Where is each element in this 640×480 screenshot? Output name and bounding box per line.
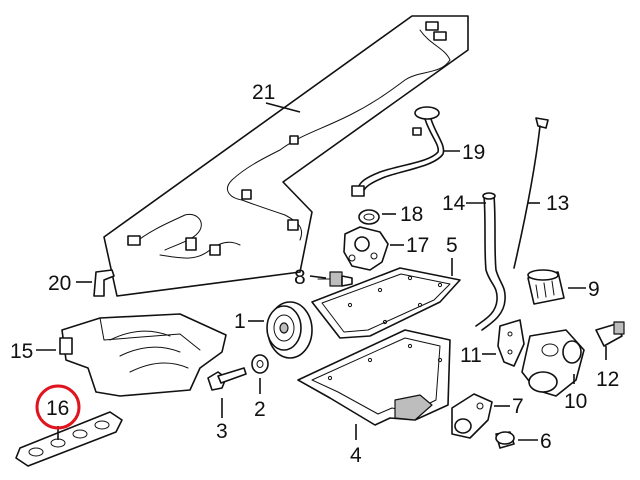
dipstick-tube-part [475, 192, 506, 331]
dipstick-part [513, 117, 549, 269]
callout-7: 7 [512, 395, 524, 418]
callout-2: 2 [254, 398, 266, 421]
callout-21: 21 [252, 81, 275, 104]
bolt-part [207, 367, 247, 391]
intake-gasket-part [15, 411, 123, 467]
wiring-harness-part [103, 15, 469, 297]
callout-13: 13 [546, 192, 569, 215]
bracket-part [497, 319, 525, 367]
callout-12: 12 [596, 368, 619, 391]
callout-3: 3 [216, 420, 228, 443]
callout-1: 1 [234, 310, 246, 333]
callout-8: 8 [294, 266, 306, 289]
callout-18: 18 [400, 203, 423, 226]
callout-17: 17 [406, 234, 429, 257]
callout-19: 19 [462, 141, 485, 164]
callout-20: 20 [48, 272, 71, 295]
intake-manifold-part [59, 313, 227, 397]
callout-11: 11 [460, 344, 482, 367]
callout-labels: 21 19 18 17 8 5 20 14 13 9 1 15 11 12 10… [10, 81, 619, 467]
clip-part [93, 269, 115, 297]
oil-pan-part [297, 329, 451, 426]
oil-hose-part [351, 106, 445, 197]
oil-filter-part [527, 269, 565, 305]
callout-4: 4 [350, 444, 362, 467]
washer-part [251, 354, 269, 374]
leader-lines [36, 102, 607, 441]
highlight-circle [35, 384, 81, 430]
sensor-part [595, 321, 625, 347]
callout-15: 15 [10, 340, 33, 363]
crankshaft-pulley-part [266, 301, 313, 359]
callout-5: 5 [446, 234, 458, 257]
oil-pressure-sensor-part [317, 271, 353, 287]
filter-adapter-part [521, 329, 585, 397]
callout-10: 10 [564, 390, 587, 413]
mount-bracket-part [451, 393, 493, 439]
o-ring-part [358, 209, 380, 225]
callout-9: 9 [588, 278, 600, 301]
drain-plug-part [495, 431, 515, 449]
oil-pan-gasket-part [311, 267, 461, 339]
callout-16: 16 [46, 397, 69, 420]
callout-14: 14 [442, 192, 466, 215]
callout-6: 6 [540, 430, 552, 453]
oil-pump-part [343, 226, 389, 271]
